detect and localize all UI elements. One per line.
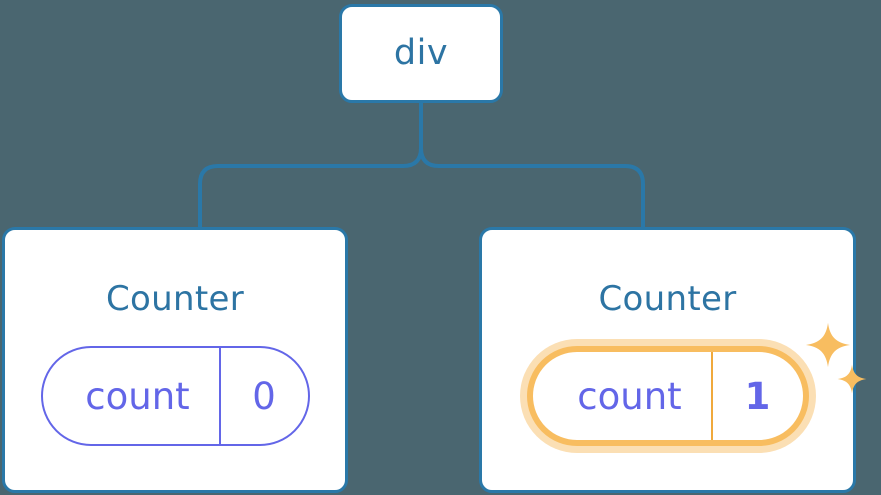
- state-value-left: 0: [218, 348, 308, 444]
- state-value-right: 1: [710, 352, 803, 440]
- node-counter-left-title: Counter: [106, 279, 244, 319]
- state-pill-right-wrapper: count 1: [526, 322, 866, 446]
- node-counter-right[interactable]: Counter count 1: [479, 227, 866, 493]
- state-pill-left-wrapper: count 0: [40, 346, 310, 446]
- state-pill-left[interactable]: count 0: [40, 346, 310, 446]
- connector-root-to-right: [419, 103, 645, 228]
- node-div[interactable]: div: [339, 4, 503, 103]
- node-div-label: div: [393, 33, 449, 73]
- node-counter-left[interactable]: Counter count 0: [2, 227, 348, 493]
- node-counter-right-title: Counter: [598, 279, 737, 319]
- sparkle-large-icon: [805, 322, 850, 368]
- state-pill-right[interactable]: count 1: [526, 346, 809, 446]
- state-key-left: count: [85, 374, 190, 418]
- state-key-right: count: [577, 374, 682, 418]
- connector-root-to-left: [198, 103, 423, 228]
